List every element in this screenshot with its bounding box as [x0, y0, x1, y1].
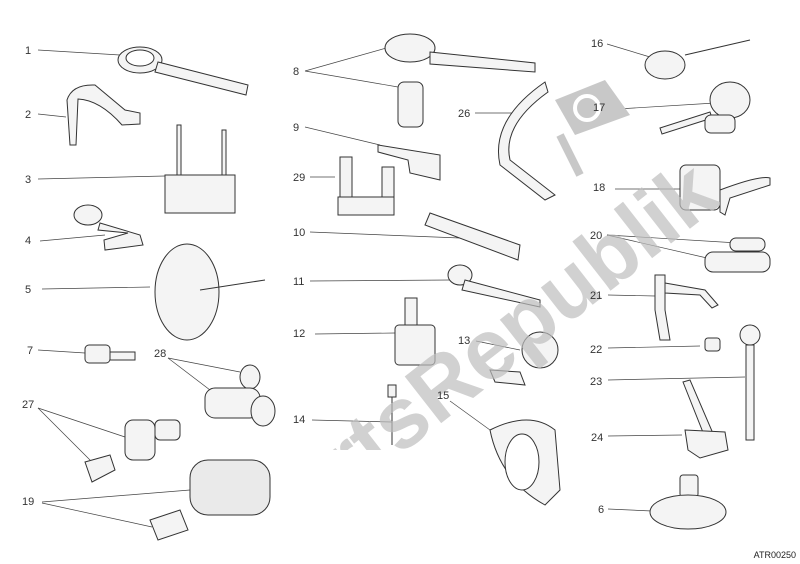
- callout-19[interactable]: 19: [22, 496, 35, 508]
- callout-26[interactable]: 26: [458, 108, 471, 120]
- gear-flag-logo-icon: [555, 80, 630, 177]
- callout-13[interactable]: 13: [458, 335, 471, 347]
- callout-4[interactable]: 4: [25, 235, 32, 247]
- callout-6[interactable]: 6: [598, 504, 605, 516]
- drawing-code: ATR00250: [753, 550, 796, 560]
- callout-3[interactable]: 3: [25, 174, 32, 186]
- callout-22[interactable]: 22: [590, 344, 603, 356]
- callout-5[interactable]: 5: [25, 284, 32, 296]
- callout-10[interactable]: 10: [293, 227, 306, 239]
- callout-2[interactable]: 2: [25, 109, 32, 121]
- callout-27[interactable]: 27: [22, 399, 35, 411]
- callout-24[interactable]: 24: [591, 432, 604, 444]
- callout-18[interactable]: 18: [593, 182, 606, 194]
- callout-29[interactable]: 29: [293, 172, 306, 184]
- callout-14[interactable]: 14: [293, 414, 306, 426]
- callout-28[interactable]: 28: [154, 348, 167, 360]
- callout-20[interactable]: 20: [590, 230, 603, 242]
- callout-8[interactable]: 8: [293, 66, 300, 78]
- callout-12[interactable]: 12: [293, 328, 306, 340]
- callout-9[interactable]: 9: [293, 122, 300, 134]
- callout-15[interactable]: 15: [437, 390, 450, 402]
- callout-7[interactable]: 7: [27, 345, 34, 357]
- callout-21[interactable]: 21: [590, 290, 603, 302]
- callout-11[interactable]: 11: [293, 276, 305, 288]
- callout-23[interactable]: 23: [590, 376, 603, 388]
- callout-16[interactable]: 16: [591, 38, 604, 50]
- callout-1[interactable]: 1: [25, 45, 32, 57]
- callout-17[interactable]: 17: [593, 102, 606, 114]
